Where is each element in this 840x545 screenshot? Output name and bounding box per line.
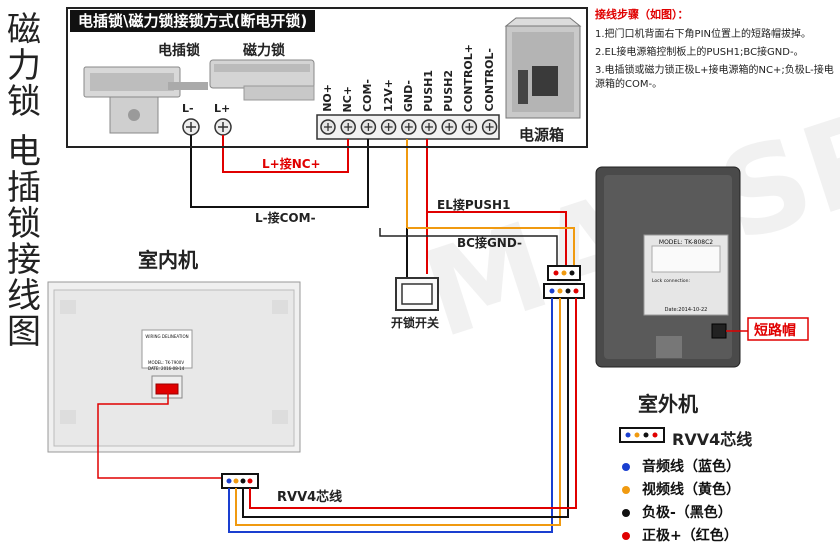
terminal-label-push1: PUSH1: [422, 70, 435, 112]
legend-connector-icon: [619, 427, 665, 443]
wire-el-push1: [427, 211, 567, 266]
electric-lock-label: 电插锁: [158, 43, 200, 59]
power-box-image: [504, 17, 582, 119]
outdoor-unit-image: MODEL: TK-808C2 Lock connection: Date:20…: [595, 166, 741, 368]
terminal-label-com: COM-: [361, 79, 375, 112]
legend-dot: [622, 463, 630, 471]
magnetic-lock-image: [209, 59, 315, 101]
outdoor-connector-bottom: [543, 283, 585, 299]
legend-dot: [622, 532, 630, 540]
jumper-label-box: [747, 317, 809, 341]
side-title-char: 磁: [7, 10, 41, 50]
wire-indoor-pointer: [97, 392, 222, 479]
terminal-label-nc: NC+: [341, 85, 355, 113]
indoor-unit-image: WIRING DELINEATION MODEL: TK-7900V DATE:…: [47, 281, 301, 453]
side-title-char: 力: [7, 46, 41, 86]
svg-text:WIRING DELINEATION: WIRING DELINEATION: [145, 334, 188, 339]
wire-audio-blue: [228, 298, 553, 533]
side-title-char: 锁: [7, 82, 41, 122]
side-title: 磁力锁 电插锁接线图: [6, 12, 42, 350]
step-1: 1.把门口机背面右下角PIN位置上的短路帽拔掉。: [595, 29, 812, 40]
l-minus-label: L-: [182, 102, 194, 115]
l-plus-label: L+: [214, 102, 231, 115]
legend-title: RVV4芯线: [672, 430, 753, 449]
legend-item-label: 音频线（蓝色）: [642, 459, 740, 475]
terminal-block: [316, 114, 500, 140]
banner-title: 电插锁\磁力锁接锁方式(断电开锁): [70, 10, 316, 32]
legend-item-label: 负极-（黑色）: [642, 505, 732, 521]
lock-terminal-screws: [182, 118, 232, 136]
unlock-switch: [395, 277, 439, 311]
terminal-label-no: NO+: [321, 84, 334, 112]
terminal-label-gnd: GND-: [401, 79, 415, 112]
side-title-char: 插: [7, 168, 41, 208]
side-title-char: 电: [7, 132, 41, 172]
wire-lplus-nc: [222, 135, 349, 173]
legend-item: 负极-（黑色）: [622, 502, 732, 522]
legend-item: 音频线（蓝色）: [622, 456, 740, 476]
terminal-label-12v: 12V+: [381, 78, 395, 112]
terminal-label-control: CONTROL+: [462, 43, 476, 112]
side-title-char: 锁: [7, 204, 41, 244]
legend-item-label: 视频线（黄色）: [642, 482, 740, 498]
terminal-label-push2: PUSH2: [442, 70, 456, 112]
steps-heading: 接线步骤（如图）：: [595, 8, 689, 21]
wire-positive-red: [249, 298, 577, 509]
wire-negative-black: [242, 298, 569, 518]
outdoor-unit-label: 室外机: [638, 392, 698, 416]
power-box-label: 电源箱: [519, 126, 565, 144]
side-title-char: 接: [7, 240, 41, 280]
legend-dot: [622, 486, 630, 494]
terminal-label-control: CONTROL-: [482, 48, 496, 112]
wire-lminus-com: [190, 135, 369, 208]
bottom-connector: [221, 473, 259, 489]
outdoor-connector-top: [547, 265, 581, 281]
legend-item: 视频线（黄色）: [622, 479, 740, 499]
wire-bc-gnd: [407, 227, 575, 266]
step-2: 2.EL接电源箱控制板上的PUSH1;BC接GND-。: [595, 47, 804, 58]
lock-panel-frame: [66, 7, 588, 148]
magnetic-lock-label: 磁力锁: [243, 43, 285, 59]
rvv4-bottom-label: RVV4芯线: [277, 490, 343, 505]
indoor-unit-label: 室内机: [138, 248, 198, 272]
lplus-nc-label: L+接NC+: [262, 157, 321, 171]
wire-bc-black: [379, 228, 558, 266]
legend-item: 正极+（红色）: [622, 525, 738, 545]
svg-text:Lock connection:: Lock connection:: [652, 278, 690, 284]
side-title-char: 线: [7, 276, 41, 316]
wire-video-yellow: [235, 298, 561, 526]
svg-text:MODEL: TK-7900V: MODEL: TK-7900V: [148, 360, 184, 365]
legend-dot: [622, 509, 630, 517]
electric-lock-image: [83, 66, 208, 134]
el-push1-label: EL接PUSH1: [437, 198, 511, 212]
switch-label: 开锁开关: [391, 316, 440, 330]
svg-text:MODEL: TK-808C2: MODEL: TK-808C2: [659, 239, 713, 246]
svg-text:DATE: 2016-08-14: DATE: 2016-08-14: [148, 366, 185, 371]
bc-gnd-label: BC接GND-: [457, 236, 523, 250]
jumper-cap-label: 短路帽: [754, 323, 796, 339]
side-title-char: 图: [7, 312, 41, 352]
step-3: 3.电插锁或磁力锁正极L+接电源箱的NC+;负极L-接电源箱的COM-。: [595, 65, 834, 90]
wiring-steps: 接线步骤（如图）： 1.把门口机背面右下角PIN位置上的短路帽拔掉。 2.EL接…: [595, 8, 835, 96]
svg-text:Date:2014-10-22: Date:2014-10-22: [665, 307, 708, 313]
lminus-com-label: L-接COM-: [255, 211, 316, 225]
legend-item-label: 正极+（红色）: [642, 528, 738, 544]
